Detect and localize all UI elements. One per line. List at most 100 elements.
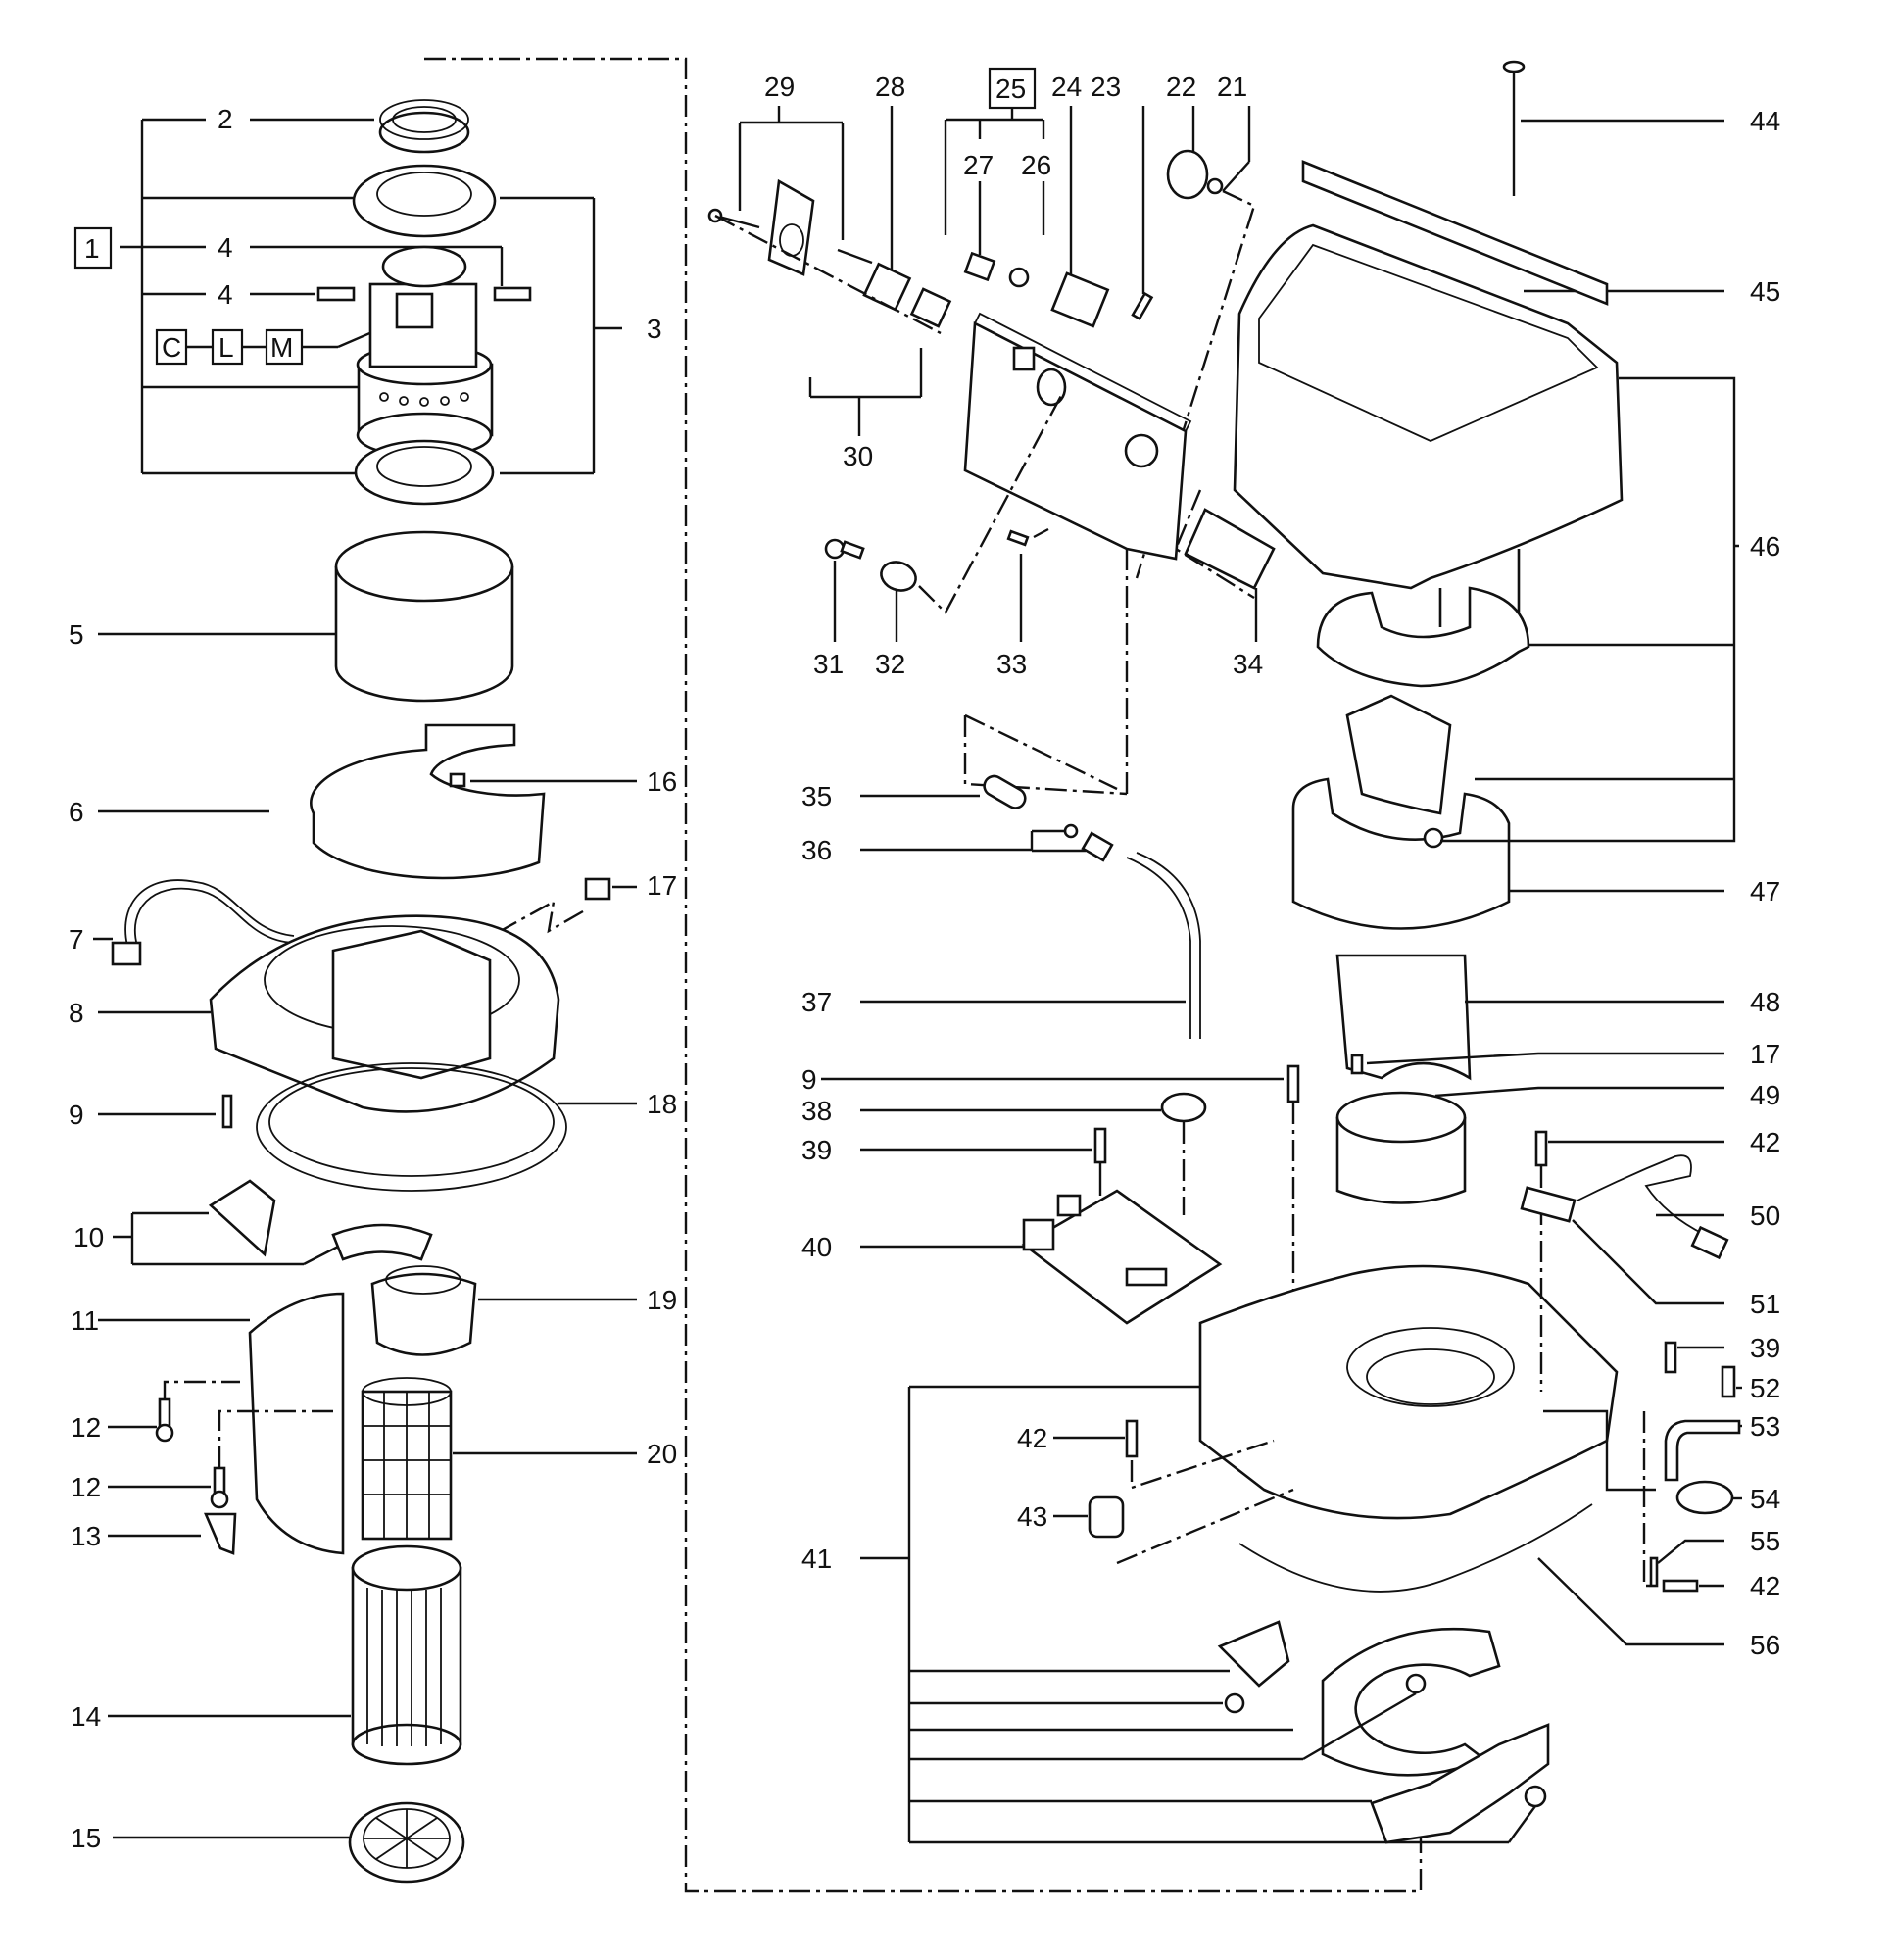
part-43-plug — [1088, 1495, 1125, 1539]
part-label-9: 9 — [69, 1100, 84, 1130]
part-label-18: 18 — [647, 1089, 677, 1119]
part-label-39: 39 — [801, 1135, 832, 1165]
part-8-housing — [98, 914, 560, 1113]
part-41-base — [1198, 1264, 1619, 1520]
part-label-6: 6 — [69, 797, 84, 827]
part-motor — [316, 245, 532, 459]
part-35-fuse — [983, 774, 1027, 809]
bracket-46 — [1440, 376, 1739, 843]
part-label-33: 33 — [996, 649, 1027, 679]
part-55-clip — [1649, 1556, 1659, 1588]
control-panel-housing — [963, 312, 1192, 561]
part-9-screw — [221, 1094, 233, 1129]
part-label-54: 54 — [1750, 1484, 1780, 1514]
part-40-circuit-board — [1021, 1189, 1223, 1325]
part-label-36: 36 — [801, 835, 832, 865]
variant-code-l: L — [218, 332, 234, 363]
part-label-55: 55 — [1750, 1526, 1780, 1556]
part-label-4: 4 — [218, 232, 233, 263]
part-7-cable — [93, 879, 295, 966]
part-label-14: 14 — [71, 1701, 101, 1732]
part-46-head-housing — [1233, 160, 1624, 930]
part-54-sensor — [1675, 1480, 1734, 1515]
bracket-3 — [500, 196, 622, 475]
part-label-24: 24 — [1051, 72, 1082, 102]
part-label-42: 42 — [1750, 1571, 1780, 1601]
assembly-axis-line — [714, 214, 942, 335]
part-50-power-cord — [1577, 1154, 1706, 1236]
part-label-52: 52 — [1750, 1373, 1780, 1403]
part-label-17: 17 — [1750, 1039, 1780, 1069]
part-29-screws-plate — [707, 178, 873, 276]
part-label-47: 47 — [1750, 876, 1780, 906]
part-51-strain-relief — [1520, 1186, 1577, 1223]
motor-top-seal — [352, 164, 497, 238]
part-10-seals — [113, 1179, 433, 1266]
part-label-30: 30 — [843, 441, 873, 471]
variant-codes: C L M — [155, 318, 403, 366]
part-15-filter-cap — [113, 1801, 465, 1884]
part-37-tube — [1126, 852, 1201, 1039]
part-label-51: 51 — [1750, 1289, 1780, 1319]
part-label-13: 13 — [71, 1521, 101, 1551]
part-56-ground-wire — [1238, 1503, 1593, 1592]
part-label-20: 20 — [647, 1439, 677, 1469]
part-18-gasket — [256, 1062, 637, 1192]
part-39-screw — [1664, 1341, 1677, 1374]
part-label-43: 43 — [1017, 1501, 1047, 1532]
part-42-screw — [1125, 1419, 1139, 1458]
part-48-deflector — [1335, 954, 1724, 1081]
part-label-25: 25 — [995, 74, 1026, 104]
part-36-fitting — [1081, 831, 1114, 862]
part-21-ring — [1206, 177, 1224, 195]
assembly-label-box-1 — [73, 226, 113, 270]
part-label-34: 34 — [1233, 649, 1263, 679]
part-label-10: 10 — [73, 1222, 104, 1252]
part-label-16: 16 — [647, 766, 677, 797]
knob-axis-line — [1135, 189, 1256, 579]
part-label-29: 29 — [764, 72, 795, 102]
part-label-49: 49 — [1750, 1080, 1780, 1110]
part-17-clip — [584, 877, 611, 901]
part-label-8: 8 — [69, 998, 84, 1028]
part-2-ring — [378, 99, 470, 154]
part-label-15: 15 — [71, 1823, 101, 1853]
motor-bottom-seal — [354, 439, 495, 506]
part-label-41: 41 — [801, 1544, 832, 1574]
part-label-31: 31 — [813, 649, 844, 679]
part-42-screw — [1662, 1579, 1699, 1592]
part-label-9: 9 — [801, 1064, 817, 1095]
parts-31-34 — [824, 391, 1276, 794]
part-label-39: 39 — [1750, 1333, 1780, 1363]
part-label-3: 3 — [647, 314, 662, 344]
part-label-42: 42 — [1017, 1423, 1047, 1453]
part-19-float-cage — [370, 1265, 637, 1356]
control-panel-leader-lines — [738, 106, 1251, 436]
part-label-53: 53 — [1750, 1411, 1780, 1442]
part-label-40: 40 — [801, 1232, 832, 1262]
part-label-7: 7 — [69, 924, 84, 955]
part-label-48: 48 — [1750, 987, 1780, 1017]
part-38-pressure-switch — [1160, 1092, 1207, 1123]
part-label-12: 12 — [71, 1412, 101, 1443]
part-label-2: 2 — [218, 104, 233, 134]
part-9-screw — [1286, 1064, 1300, 1103]
part-35-axis — [963, 715, 1128, 796]
part-36-o-ring — [1063, 823, 1079, 839]
part-22-knob — [1166, 149, 1209, 200]
part-label-56: 56 — [1750, 1630, 1780, 1660]
part-label-5: 5 — [69, 619, 84, 650]
part-28-socket — [862, 262, 952, 328]
part-label-50: 50 — [1750, 1200, 1780, 1231]
part-24-label-plate — [1050, 271, 1110, 328]
part-label-44: 44 — [1750, 106, 1780, 136]
part-label-11: 11 — [71, 1305, 99, 1336]
part-label-45: 45 — [1750, 276, 1780, 307]
part-12-screws — [108, 1380, 333, 1509]
part-42-screw — [1534, 1130, 1548, 1167]
base-plates — [909, 1620, 1550, 1844]
part-label-12: 12 — [71, 1472, 101, 1502]
part-label-27: 27 — [963, 150, 994, 180]
part-6-plate — [98, 723, 637, 880]
